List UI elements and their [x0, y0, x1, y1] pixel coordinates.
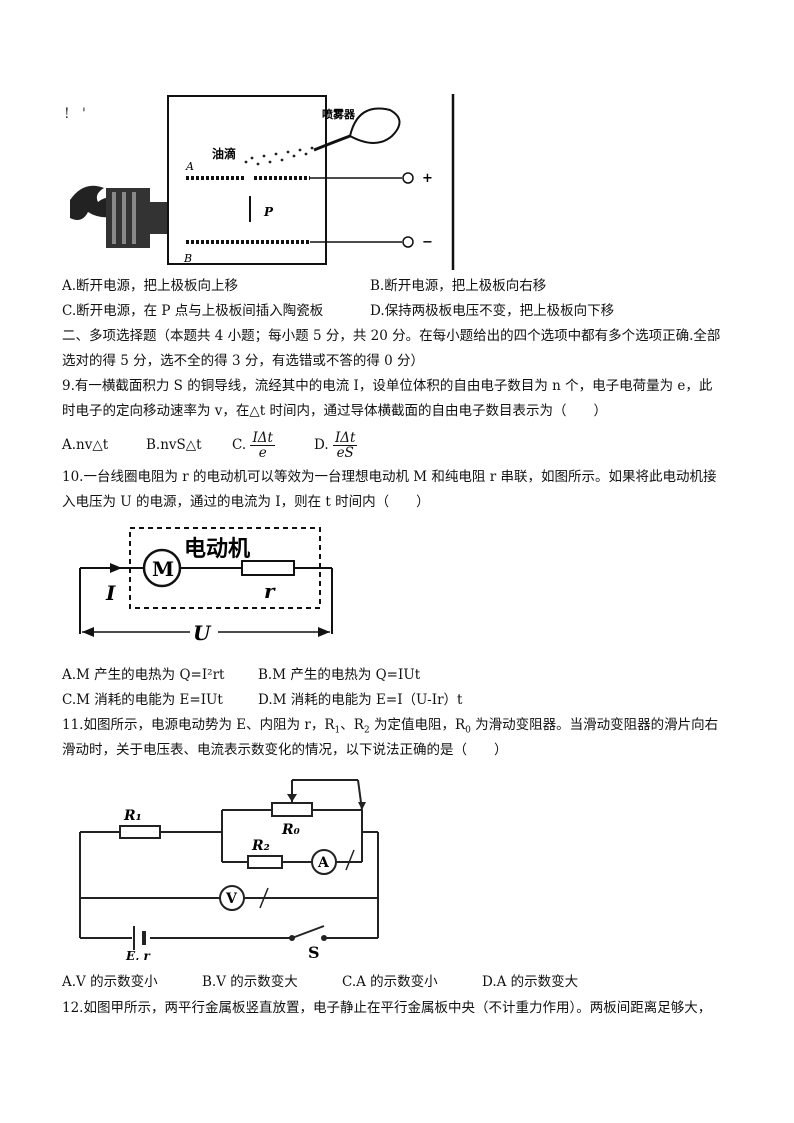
terminal-plus-label: +	[422, 171, 433, 186]
plate-a-label: A	[185, 160, 194, 173]
plate-b-label: B	[183, 252, 192, 265]
q9-stem-line1: 9.有一横截面积力 S 的铜导线，流经其中的电流 I，设单位体积的自由电子数目为…	[62, 378, 713, 394]
ammeter-a-label: A	[317, 855, 330, 871]
terminal-minus-label: −	[422, 235, 433, 250]
r2-label: R₂	[251, 838, 270, 854]
q11-option-d: D.A 的示数变大	[482, 974, 579, 990]
q8-option-c: C.断开电源，在 P 点与上极板间插入陶瓷板	[62, 303, 324, 319]
r0-label: R₀	[281, 822, 300, 838]
rheostat-circuit-figure: R₁ R₀ R₂ A V E, r S	[79, 779, 379, 960]
q10-stem-line2: 入电压为 U 的电源，通过的电流为 I，则在 t 时间内（ ）	[62, 494, 430, 510]
q10-stem-line1: 10.一台线圈电阻为 r 的电动机可以等效为一台理想电动机 M 和纯电阻 r 串…	[62, 469, 717, 485]
point-p-label: P	[263, 205, 274, 219]
resistor-r-label: r	[264, 579, 276, 603]
q11-option-a: A.V 的示数变小	[62, 974, 158, 990]
oil-drop-label: 油滴	[212, 146, 236, 161]
q11-stem-line1: 11.如图所示，电源电动势为 E、内阻为 r，R1、R2 为定值电阻，R0 为滑…	[62, 717, 719, 736]
r1-label: R₁	[123, 808, 142, 824]
millikan-apparatus-figure: ! ' A B P 油滴 喷雾器 + −	[64, 94, 455, 270]
q10-option-c: C.M 消耗的电能为 E=IUt	[62, 692, 223, 708]
q8-option-a: A.断开电源，把上极板向上移	[62, 278, 239, 294]
q11-option-c: C.A 的示数变小	[342, 974, 438, 990]
voltmeter-v-label: V	[225, 891, 238, 907]
voltage-u-label: U	[193, 621, 212, 645]
q10-option-b: B.M 产生的电热为 Q=IUt	[258, 667, 421, 683]
motor-title-label: 电动机	[184, 536, 250, 562]
current-i-label: I	[105, 581, 116, 605]
motor-circuit-figure: 电动机 M r I U	[79, 527, 333, 645]
q8-option-d: D.保持两极板电压不变，把上极板向下移	[370, 303, 615, 319]
q12-stem-line1: 12.如图甲所示，两平行金属板竖直放置，电子静止在平行金属板中央（不计重力作用）…	[62, 1000, 712, 1016]
source-e-label: E, r	[125, 949, 152, 960]
switch-s-label: S	[308, 943, 320, 960]
q10-option-d: D.M 消耗的电能为 E=I（U-Ir）t	[258, 692, 463, 708]
q9-stem-line2: 时电子的定向移动速率为 v，在△t 时间内，通过导体横截面的自由电子数目表示为（…	[62, 403, 608, 419]
svg-text:!: !	[64, 106, 70, 122]
svg-text:': '	[82, 106, 86, 122]
motor-m-label: M	[152, 557, 174, 581]
sprayer-label: 喷雾器	[322, 107, 356, 121]
q10-option-a: A.M 产生的电热为 Q=I²rt	[62, 667, 225, 683]
q9-option-b: B.nvS△t	[146, 437, 202, 453]
q11-option-b: B.V 的示数变大	[202, 974, 298, 990]
section2-heading-line2: 选对的得 5 分，选不全的得 3 分，有选错或不答的得 0 分）	[62, 353, 425, 369]
q9-option-a: A.nv△t	[62, 437, 109, 453]
section2-heading-line1: 二、多项选择题（本题共 4 小题；每小题 5 分，共 20 分。在每小题给出的四…	[62, 328, 721, 344]
q11-stem-line2: 滑动时，关于电压表、电流表示数变化的情况，以下说法正确的是（ ）	[62, 742, 508, 758]
q8-option-b: B.断开电源，把上极板向右移	[370, 278, 547, 294]
